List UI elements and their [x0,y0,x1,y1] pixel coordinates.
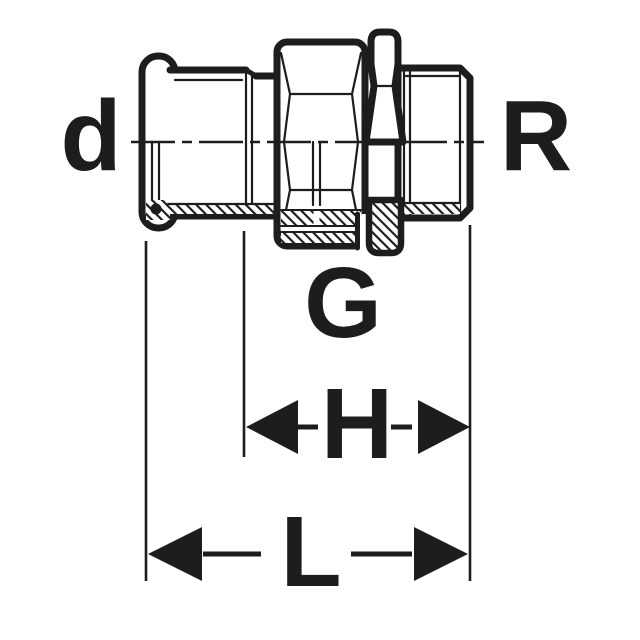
label-h: H [321,368,393,480]
label-d: d [60,80,121,192]
section-hatch-male [402,203,460,214]
label-r: R [500,80,572,192]
arrowhead-right-icon [414,527,468,581]
oring-seal-section [150,203,162,215]
union-nut [273,38,371,251]
dimension-l-arrow [148,527,468,581]
label-l: L [280,496,341,608]
extension-lines [144,225,472,581]
arrowhead-left-icon [148,527,202,581]
arrowhead-right-icon [418,400,470,454]
thread-adapter [362,28,407,257]
section-hatch-socket [166,204,280,214]
label-g: G [304,247,382,359]
dimension-h-arrow [246,400,470,454]
arrowhead-left-icon [246,400,298,454]
section-hatch-adapter [365,196,405,257]
